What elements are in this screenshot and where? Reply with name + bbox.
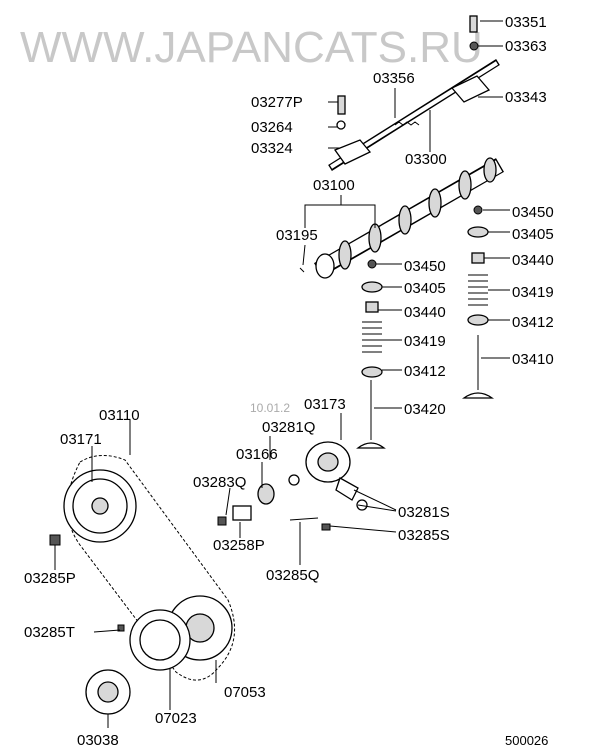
watermark: WWW.JAPANCATS.RU (20, 23, 483, 72)
rocker-shaft-assembly (328, 15, 500, 171)
label-03285Q: 03285Q (266, 567, 319, 584)
label-03285P: 03285P (24, 570, 76, 587)
label-03195: 03195 (276, 227, 318, 244)
label-03363: 03363 (505, 38, 547, 55)
label-03440: 03440 (512, 252, 554, 269)
label-03283Q: 03283Q (193, 474, 246, 491)
label-03343: 03343 (505, 89, 547, 106)
label-03450: 03450 (404, 258, 446, 275)
label-03410: 03410 (512, 351, 554, 368)
label-03264: 03264 (251, 119, 293, 136)
label-03110: 03110 (99, 407, 140, 424)
label-03258P: 03258P (213, 537, 265, 554)
leader-lines (54, 20, 510, 728)
label-03356: 03356 (373, 70, 415, 87)
diagram-id: 500026 (505, 733, 548, 748)
label-03324: 03324 (251, 140, 293, 157)
label-03173: 03173 (304, 396, 346, 413)
label-03285S: 03285S (398, 527, 450, 544)
camshaft (299, 157, 504, 279)
label-03420: 03420 (404, 401, 446, 418)
label-03166: 03166 (236, 446, 278, 463)
label-03412: 03412 (512, 314, 554, 331)
label-03419: 03419 (404, 333, 446, 350)
label-07023: 07023 (155, 710, 197, 727)
label-03300: 03300 (405, 151, 447, 168)
label-07053: 07053 (224, 684, 266, 701)
label-03171: 03171 (60, 431, 102, 448)
valve-train-right (461, 205, 495, 399)
label-03351: 03351 (505, 14, 547, 31)
label-03450: 03450 (512, 204, 554, 221)
timing-belt-assembly (49, 455, 235, 715)
label-03285T: 03285T (24, 624, 75, 641)
label-03038: 03038 (77, 732, 119, 749)
valve-train-left (356, 259, 386, 449)
part-labels: 03351 03363 03356 03343 03277P 03264 033… (24, 14, 554, 749)
label-03405: 03405 (512, 226, 554, 243)
tensioner-assembly (217, 441, 368, 531)
label-03412: 03412 (404, 363, 446, 380)
label-03100: 03100 (313, 177, 355, 194)
label-03419: 03419 (512, 284, 554, 301)
label-03277P: 03277P (251, 94, 303, 111)
label-03405: 03405 (404, 280, 446, 297)
label-03281Q: 03281Q (262, 419, 315, 436)
label-03281S: 03281S (398, 504, 450, 521)
label-03440: 03440 (404, 304, 446, 321)
watermark-date: 10.01.2 (250, 401, 290, 415)
